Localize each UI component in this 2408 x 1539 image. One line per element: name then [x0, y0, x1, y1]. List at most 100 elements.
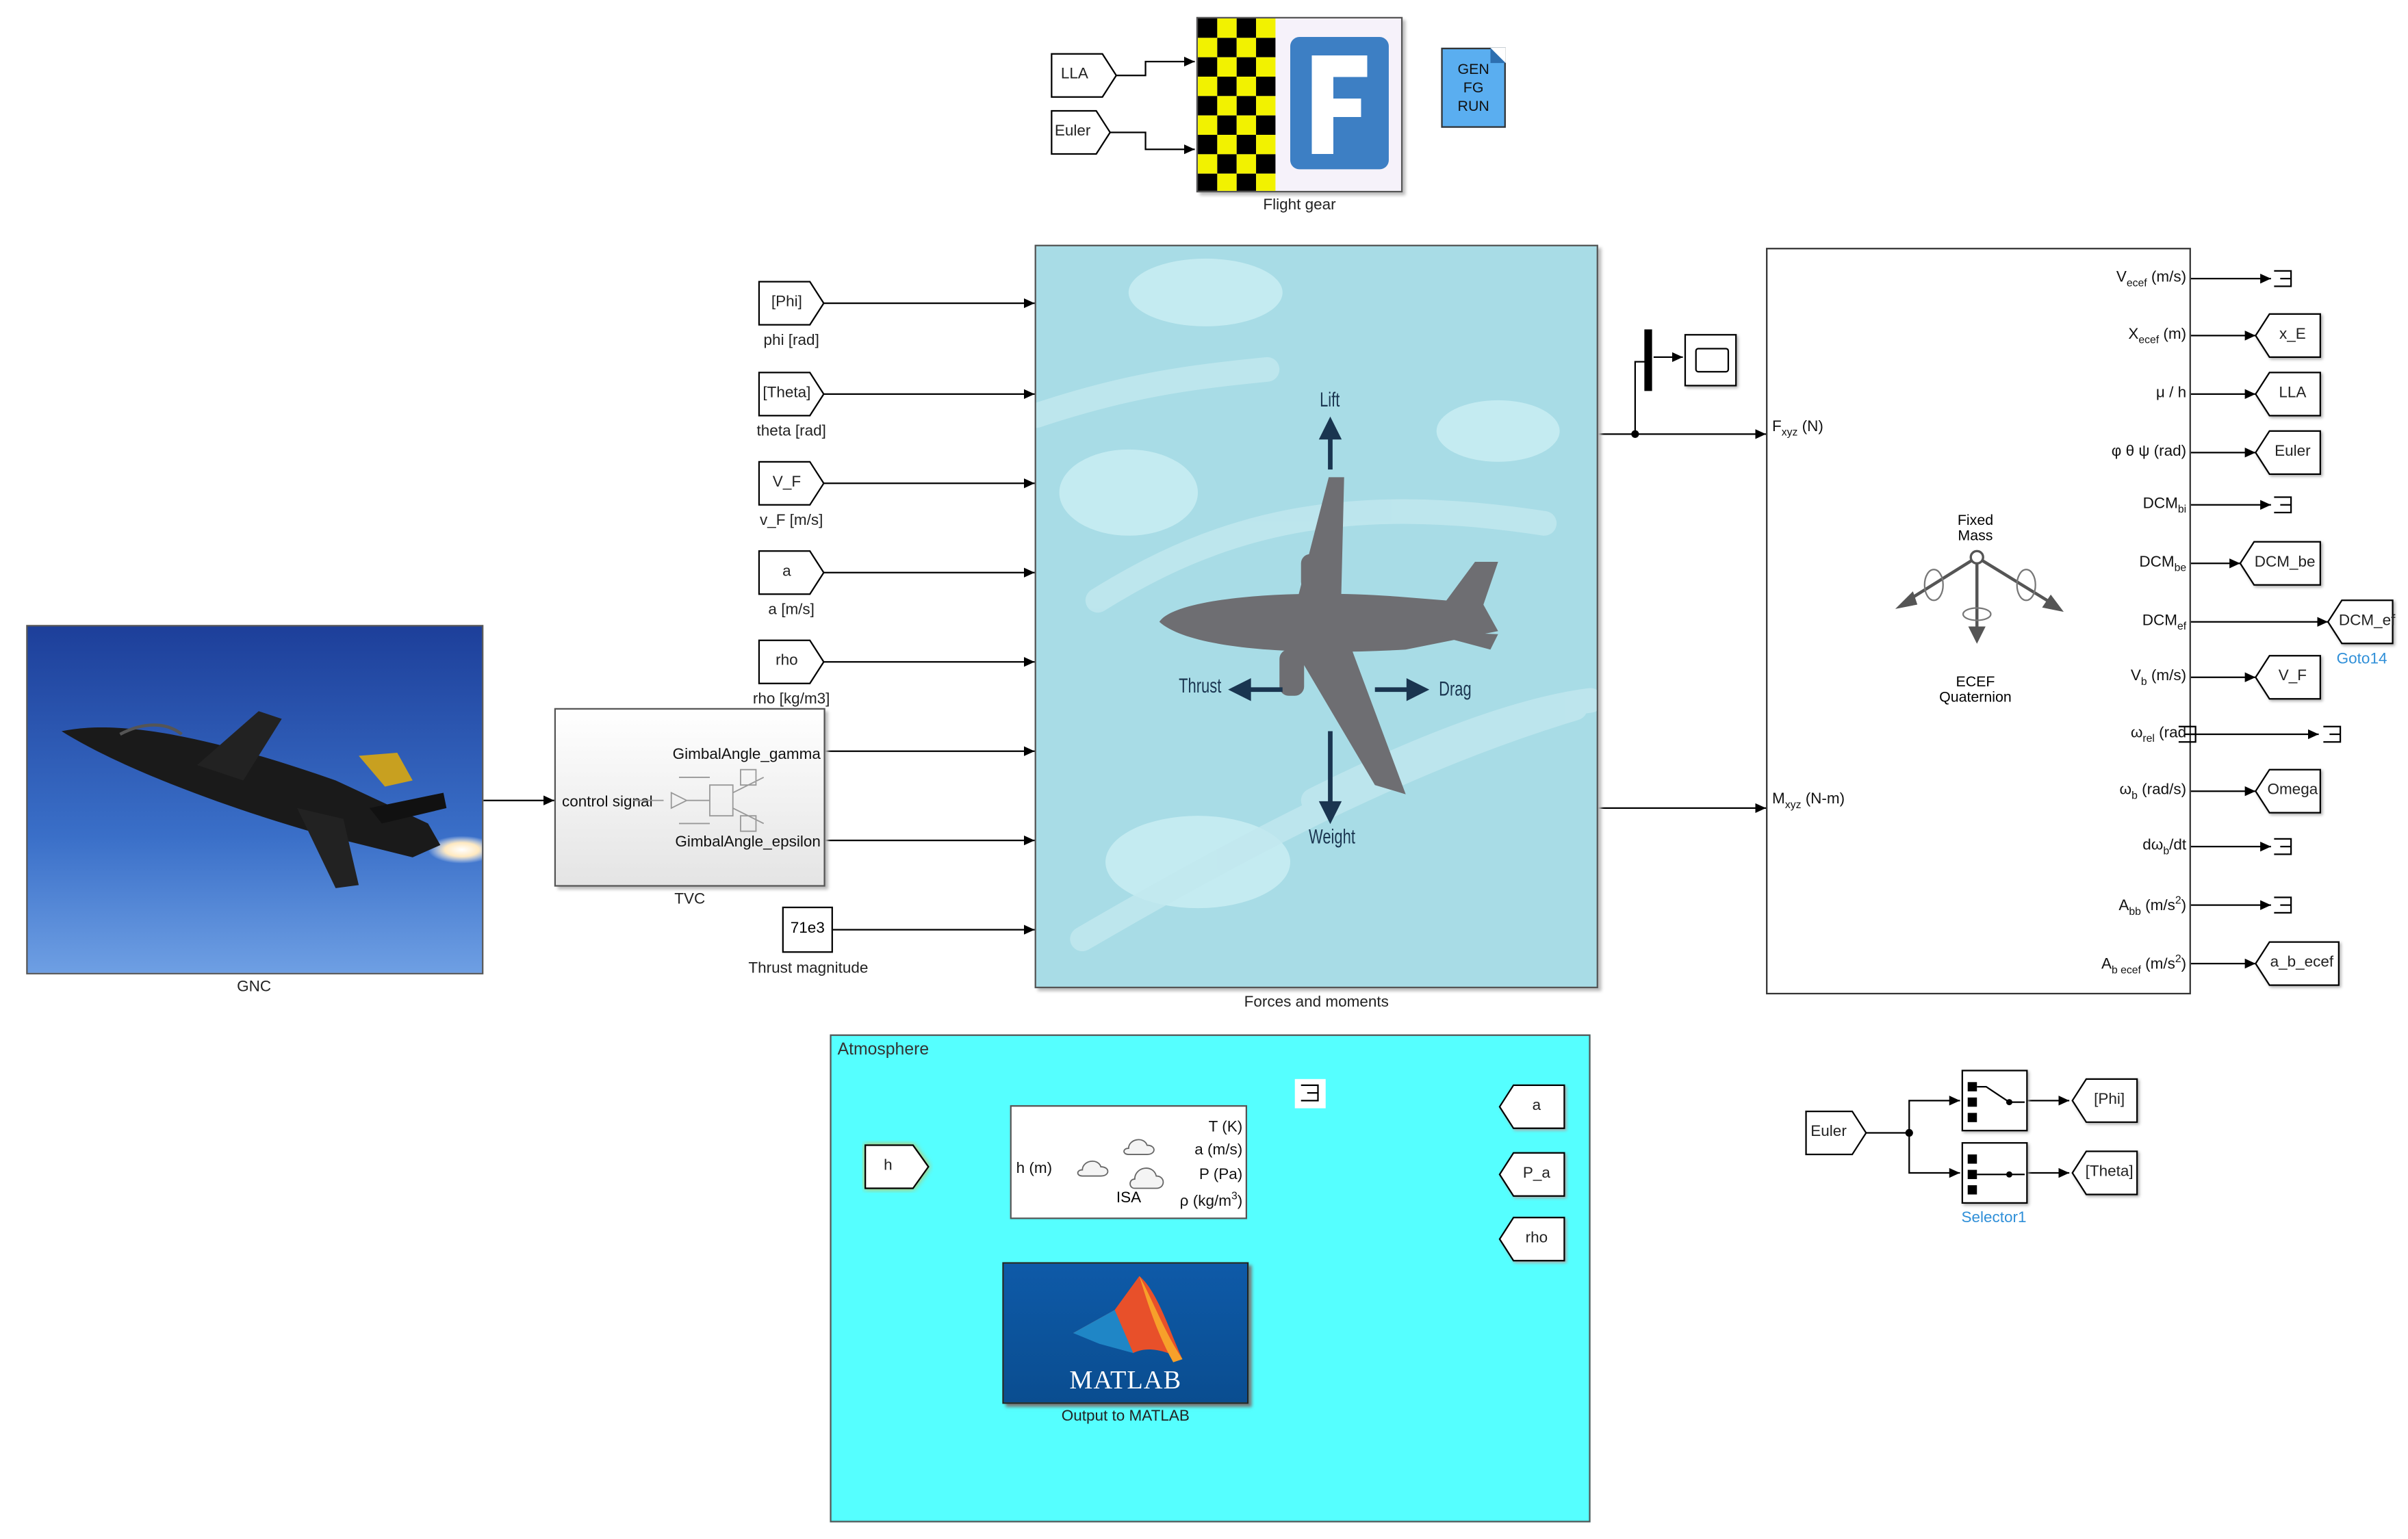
forces-illustration [1036, 258, 1597, 952]
from-tag-h-text: h [884, 1157, 893, 1175]
goto-lla[interactable] [2254, 371, 2322, 417]
from-tag-4[interactable] [758, 639, 825, 685]
terminator-vecef[interactable] [2272, 268, 2294, 289]
sixdof-out-0: Vecef (m/s) [2116, 269, 2187, 289]
from-tag-2[interactable] [758, 461, 825, 506]
goto-euler-text: Euler [2275, 443, 2311, 461]
goto-sel-theta-text: [Theta] [2085, 1163, 2134, 1181]
goto-dcm-ef[interactable] [2327, 599, 2394, 645]
from-tag-euler-text: Euler [1054, 122, 1091, 140]
sixdof-out-9: ωb (rad/s) [2119, 781, 2187, 802]
goto-omega[interactable] [2254, 768, 2322, 814]
sixdof-out-4: DCMbi [2142, 495, 2187, 516]
selector-icon [1967, 1082, 2025, 1122]
wire-sel-2 [1908, 1133, 1960, 1178]
from-tag-euler-sel[interactable] [1804, 1110, 1869, 1156]
goto-a-b-ecef[interactable] [2254, 940, 2340, 986]
gnc-block[interactable] [26, 625, 484, 974]
forces-moments-block[interactable]: Lift Thrust Drag Weight [1034, 244, 1598, 989]
terminator-wrel-b[interactable] [2322, 723, 2343, 745]
terminator-dcmbi[interactable] [2272, 494, 2294, 515]
terminator-dwb[interactable] [2272, 836, 2294, 857]
sixdof-out-5: DCMbe [2139, 554, 2187, 575]
isa-out-T: T (K) [1208, 1119, 1243, 1137]
from-tag-euler[interactable] [1050, 109, 1112, 155]
goto-euler[interactable] [2254, 430, 2322, 476]
sixdof-block[interactable]: Fixed Mass ECEF Quaternion Fxyz (N)Mxyz … [1766, 248, 2191, 995]
sixdof-quaternion: Quaternion [1939, 689, 2012, 707]
branch-dot [1631, 430, 1639, 438]
from-tag-3-text: a [782, 563, 791, 581]
wire-euler-fg [1107, 131, 1195, 155]
isa-block[interactable]: h (m) T (K) a (m/s) P (Pa) ρ (kg/m3) ISA [1010, 1105, 1248, 1219]
matlab-block[interactable]: MATLAB [1002, 1262, 1249, 1404]
goto-x-e-text: x_E [2279, 326, 2306, 344]
from-tag-0[interactable] [758, 280, 825, 326]
terminator-atmo-T[interactable] [1299, 1082, 1320, 1103]
mux-block[interactable] [1644, 329, 1652, 391]
sixdof-in-0: Fxyz (N) [1772, 418, 1823, 439]
selector-block-1[interactable] [1961, 1070, 2028, 1132]
sixdof-out-1: Xecef (m) [2128, 326, 2187, 347]
wire-lla-fg [1114, 56, 1195, 77]
cloud-icon [1077, 1139, 1164, 1189]
goto-sel-theta[interactable] [2071, 1150, 2138, 1195]
from-tag-4-text: rho [776, 652, 798, 670]
from-tag-caption-4: rho [kg/m3] [752, 690, 830, 708]
matlab-logo-icon [1073, 1276, 1183, 1362]
from-tag-3[interactable] [758, 549, 825, 595]
from-tag-lla[interactable] [1050, 52, 1118, 98]
from-tag-1-text: [Theta] [763, 385, 811, 402]
scope-block[interactable] [1684, 334, 1737, 387]
goto-dcm-be-text: DCM_be [2254, 554, 2316, 571]
goto-x-e[interactable] [2254, 313, 2322, 359]
goto-atmo-pa[interactable] [1498, 1152, 1566, 1198]
selector-label: Selector1 [1961, 1210, 2027, 1227]
forces-label: Forces and moments [1244, 994, 1389, 1011]
isa-label: ISA [1116, 1189, 1142, 1207]
terminator-wrel-a[interactable] [2177, 723, 2199, 745]
from-tag-h[interactable] [862, 1141, 933, 1193]
goto-sel-phi[interactable] [2071, 1078, 2138, 1124]
thrust-arrow-label: Thrust [1179, 674, 1222, 697]
weight-label: Weight [1309, 825, 1355, 849]
gen-fg-run-button[interactable]: GEN FG RUN [1441, 47, 1506, 128]
goto-atmo-rho[interactable] [1498, 1216, 1566, 1262]
thrust-constant[interactable]: 71e3 [782, 906, 833, 953]
flightgear-block[interactable] [1196, 16, 1403, 193]
goto-sel-phi-text: [Phi] [2094, 1091, 2125, 1109]
goto-v-f-text: V_F [2278, 668, 2307, 685]
tvc-out-epsilon: GimbalAngle_epsilon [675, 834, 821, 851]
sixdof-out-10: dωb/dt [2142, 837, 2187, 857]
from-tag-euler-sel-text: Euler [1810, 1124, 1847, 1141]
isa-out-a: a (m/s) [1194, 1142, 1243, 1159]
matlab-caption: Output to MATLAB [1061, 1408, 1190, 1425]
sixdof-out-8: ωrel (rad [2130, 725, 2187, 745]
sixdof-fixed: Fixed [1957, 513, 1994, 530]
tvc-thumbnail [632, 768, 765, 832]
gen-line-3: RUN [1457, 98, 1489, 116]
flightgear-logo [1198, 18, 1389, 191]
sixdof-in-1: Mxyz (N-m) [1772, 791, 1845, 812]
matlab-logo-text: MATLAB [1069, 1365, 1182, 1395]
goto-a-b-ecef-text: a_b_ecef [2270, 954, 2334, 972]
from-tag-1[interactable] [758, 371, 825, 417]
flightgear-label: Flight gear [1263, 196, 1336, 214]
goto-atmo-pa-text: P_a [1522, 1165, 1550, 1182]
goto-dcm-be[interactable] [2239, 541, 2322, 586]
from-tag-0-text: [Phi] [771, 294, 802, 311]
goto-atmo-a[interactable] [1498, 1084, 1566, 1130]
selector-block-2[interactable] [1961, 1142, 2028, 1204]
goto-lla-text: LLA [2279, 385, 2307, 402]
sixdof-out-3: φ θ ψ (rad) [2111, 443, 2187, 461]
tvc-subsystem[interactable]: control signal GimbalAngle_gamma GimbalA… [554, 708, 825, 887]
sixdof-mass: Mass [1958, 528, 1993, 545]
scope-icon [1695, 348, 1730, 373]
sixdof-out-6: DCMef [2142, 612, 2187, 633]
thrust-caption: Thrust magnitude [748, 960, 869, 978]
goto-v-f[interactable] [2254, 654, 2322, 700]
tvc-in-port: control signal [562, 794, 653, 812]
terminator-abb[interactable] [2272, 894, 2294, 916]
goto14-label: Goto14 [2336, 651, 2387, 669]
atmosphere-title: Atmosphere [837, 1040, 930, 1059]
